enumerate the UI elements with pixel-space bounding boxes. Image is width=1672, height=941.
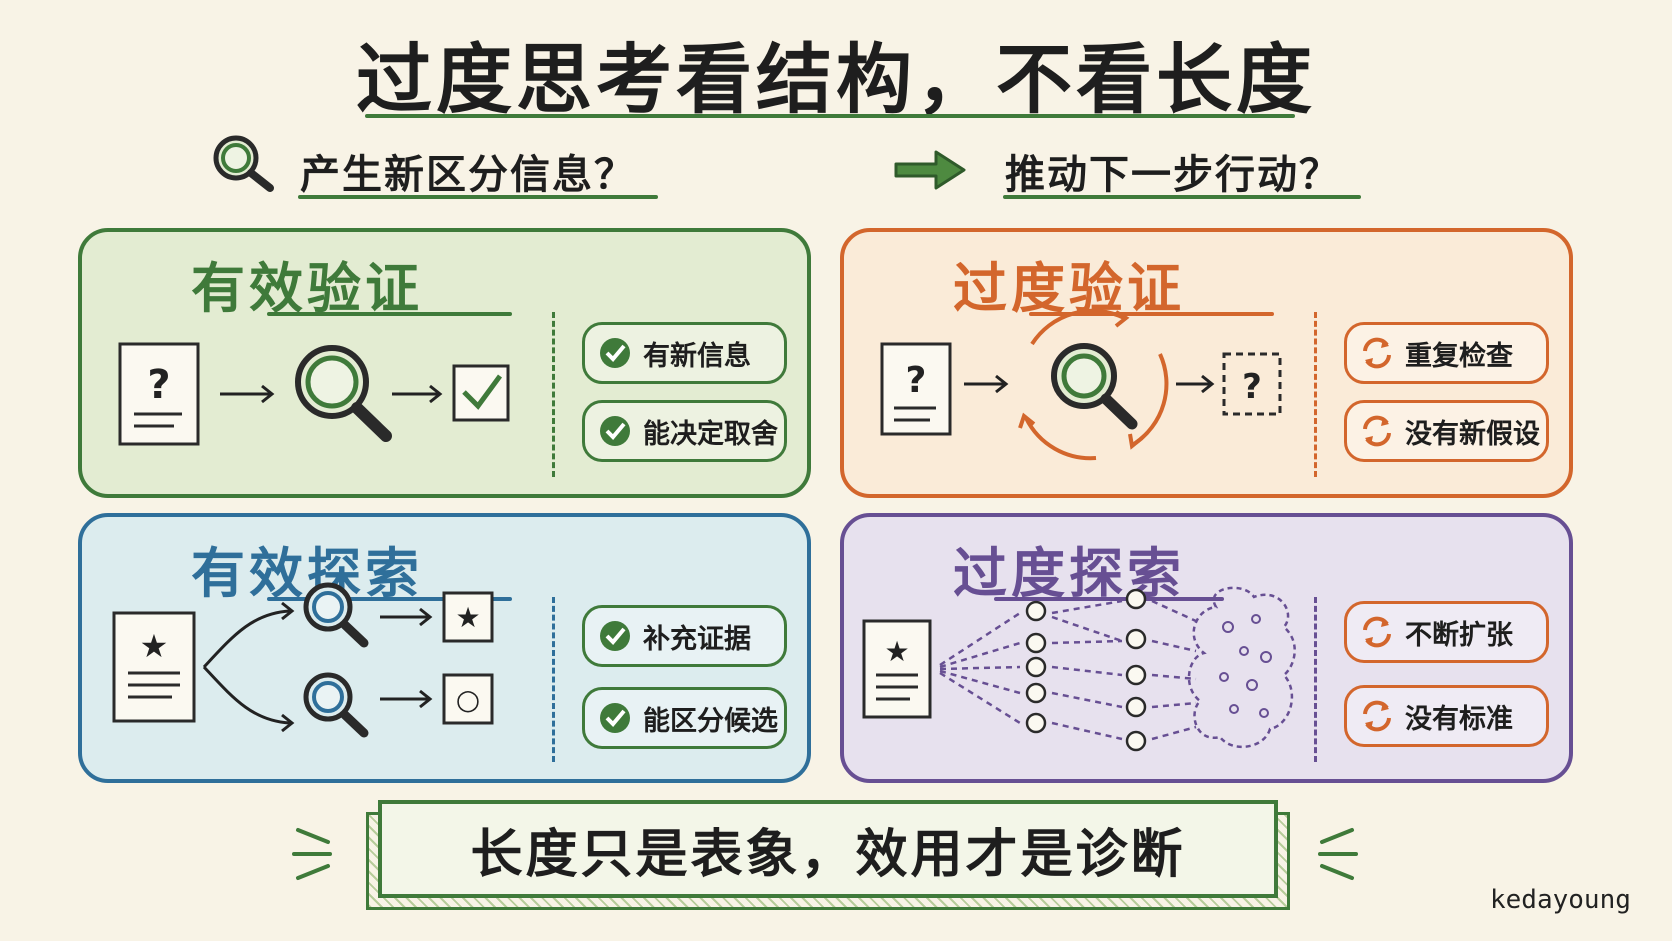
pill-label: 能决定取舍 [643, 418, 778, 450]
magnifier-icon [213, 135, 274, 192]
arrow-icon [380, 689, 433, 709]
pill-repeat-check: 重复检查 [1344, 322, 1549, 384]
panel-divider [1314, 312, 1317, 477]
panel-title-underline [994, 597, 1224, 601]
over-exploration-flow: ★ [862, 586, 1296, 752]
pill-new-info: 有新信息 [582, 322, 787, 384]
panel-over-exploration: 过度探索 ★ [840, 513, 1573, 783]
pill-label: 补充证据 [643, 623, 751, 655]
refresh-icon [1363, 415, 1391, 447]
conclusion-banner: 长度只是表象，效用才是诊断 [378, 800, 1278, 898]
panel-over-verification: 过度验证 ? ? 重复检查 没有新假设 [840, 228, 1573, 498]
title-underline [365, 114, 1295, 118]
question-right-underline [1003, 195, 1361, 199]
pill-distinguish-candidates: 能区分候选 [582, 687, 787, 749]
uncertain-question-mark: ? [1242, 367, 1262, 407]
loop-arrows [1018, 308, 1169, 461]
panel-title-underline [267, 312, 512, 316]
box-star: ★ [455, 601, 480, 634]
panel-divider [552, 597, 555, 762]
emphasis-lines-left [292, 828, 332, 880]
arrow-icon [1176, 374, 1215, 394]
dashed-arrows [939, 599, 1197, 741]
panel-divider [552, 312, 555, 477]
box-circle: ○ [456, 683, 480, 716]
check-circle-icon [600, 338, 630, 368]
pill-label: 能区分候选 [643, 705, 778, 737]
arrow-right-icon [894, 150, 966, 190]
pill-label: 没有新假设 [1405, 418, 1540, 450]
star-box-icon [442, 591, 494, 643]
question-right: 推动下一步行动？ [1005, 152, 1341, 198]
circle-box-icon [442, 673, 494, 725]
question-left: 产生新区分信息？ [300, 152, 636, 198]
document-icon [112, 611, 196, 723]
arrow-icon [392, 384, 443, 404]
signature: kedayoung [1490, 885, 1631, 915]
magnifier-icon [295, 345, 392, 442]
node-circles [1025, 588, 1147, 752]
pill-keep-expanding: 不断扩张 [1344, 601, 1549, 663]
document-icon [862, 619, 932, 719]
arrow-icon [380, 607, 433, 627]
panel-effective-verification: 有效验证 ? 有新信息 能决定取舍 [78, 228, 811, 498]
panel-title: 有效验证 [191, 257, 423, 320]
refresh-icon [1363, 337, 1391, 369]
over-verification-flow: ? ? [880, 308, 1282, 461]
magnifier-icon [303, 672, 369, 738]
uncertain-box-icon [1222, 352, 1282, 416]
panel-title-underline [1029, 312, 1274, 316]
arrow-icon [964, 374, 1009, 394]
document-icon [118, 342, 200, 446]
pill-no-new-hypothesis: 没有新假设 [1344, 400, 1549, 462]
page-title: 过度思考看结构，不看长度 [356, 35, 1316, 124]
panel-title: 过度验证 [953, 257, 1185, 320]
document-star: ★ [140, 627, 169, 665]
pill-label: 重复检查 [1405, 340, 1513, 372]
cloud-dots [1219, 614, 1272, 718]
check-circle-icon [600, 703, 630, 733]
pill-can-decide: 能决定取舍 [582, 400, 787, 462]
pill-label: 没有标准 [1405, 703, 1513, 735]
pill-no-standard: 没有标准 [1344, 685, 1549, 747]
verification-flow: ? [118, 342, 510, 446]
emphasis-lines-right [1318, 828, 1358, 880]
document-question-mark: ? [906, 360, 927, 401]
check-circle-icon [600, 416, 630, 446]
conclusion-text: 长度只是表象，效用才是诊断 [470, 824, 1186, 885]
pill-add-evidence: 补充证据 [582, 605, 787, 667]
document-icon [880, 342, 952, 436]
document-question-mark: ? [147, 362, 170, 408]
panel-title: 有效探索 [191, 542, 423, 605]
pill-label: 有新信息 [643, 340, 751, 372]
check-circle-icon [600, 621, 630, 651]
refresh-icon [1363, 700, 1391, 732]
branch-arrows [202, 601, 295, 733]
check-box-icon [452, 364, 510, 422]
pill-label: 不断扩张 [1405, 619, 1513, 651]
magnifier-icon [303, 582, 369, 648]
question-left-underline [298, 195, 658, 199]
arrow-icon [220, 384, 275, 404]
document-star: ★ [884, 635, 909, 668]
cloud-cluster [1187, 586, 1296, 749]
panel-title-underline [267, 597, 512, 601]
exploration-flow: ★ ★ ○ [112, 582, 494, 738]
panel-divider [1314, 597, 1317, 762]
refresh-icon [1363, 616, 1391, 648]
magnifier-icon [1051, 343, 1138, 430]
panel-effective-exploration: 有效探索 ★ ★ ○ 补充证据 [78, 513, 811, 783]
